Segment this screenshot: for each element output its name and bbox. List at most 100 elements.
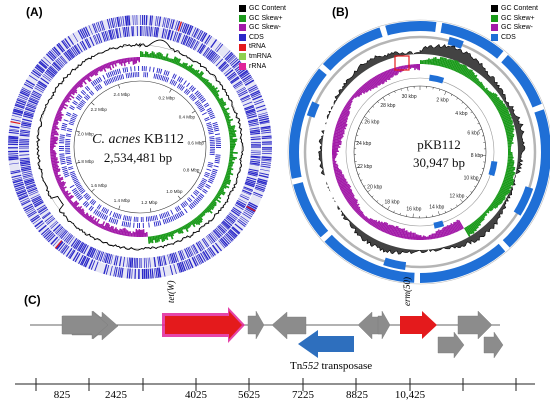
cds-feature	[236, 86, 246, 93]
cds-feature	[229, 76, 239, 84]
gc-skew-negative	[373, 76, 380, 86]
gc-skew-negative	[50, 157, 58, 160]
gc-skew-positive	[493, 198, 502, 205]
gc-skew-negative	[343, 106, 350, 111]
cds-feature	[133, 257, 136, 268]
gc-skew-negative	[357, 210, 363, 216]
gc-skew-negative	[374, 220, 381, 229]
cds-feature	[27, 102, 37, 107]
cds-feature	[79, 102, 84, 106]
cds-feature	[247, 118, 258, 123]
cds-feature	[81, 256, 87, 266]
gc-skew-positive	[183, 224, 189, 233]
gc-skew-positive	[476, 81, 481, 86]
gc-skew-negative	[452, 222, 459, 232]
cds-feature	[21, 200, 31, 206]
gc-skew-negative	[395, 227, 400, 238]
gc-skew-negative	[351, 95, 355, 99]
gene-arrow	[271, 311, 307, 340]
cds-feature	[195, 255, 201, 265]
gc-skew-negative	[136, 230, 139, 237]
cds-feature	[176, 206, 180, 212]
gc-skew-negative	[352, 203, 360, 210]
cds-feature	[191, 39, 197, 49]
gc-skew-negative	[421, 236, 424, 240]
gc-skew-negative	[141, 229, 144, 237]
gc-skew-positive	[229, 156, 238, 159]
cds-feature	[229, 228, 238, 237]
cds-feature	[66, 50, 74, 59]
cds-feature	[143, 257, 145, 268]
cds-feature	[154, 215, 157, 221]
gc-skew-negative	[51, 126, 60, 130]
cds-feature	[128, 257, 130, 268]
gc-skew-positive	[484, 89, 489, 94]
cds-feature	[234, 83, 244, 90]
cds-feature	[181, 202, 186, 208]
cds-feature	[192, 244, 198, 254]
cds-feature	[244, 209, 254, 216]
gc-skew-positive	[228, 161, 235, 164]
cds-feature	[78, 187, 84, 192]
gc-skew-positive	[421, 60, 424, 65]
gc-skew-negative	[346, 194, 355, 202]
cds-feature	[166, 71, 170, 77]
cds-feature	[21, 88, 31, 94]
gc-skew-positive	[490, 203, 497, 209]
cds-feature	[212, 121, 218, 125]
gc-skew-positive	[435, 58, 439, 66]
cds-feature	[68, 236, 75, 245]
gc-skew-negative	[52, 123, 57, 127]
cds-feature	[167, 217, 171, 223]
cds-feature	[165, 211, 169, 217]
cds-feature	[95, 22, 100, 33]
cds-ring-background	[8, 15, 272, 279]
gc-skew-negative	[441, 228, 446, 237]
cds-feature	[186, 82, 190, 88]
legend-swatch	[239, 53, 246, 61]
cds-feature	[236, 201, 246, 208]
cds-feature	[249, 127, 260, 130]
cds-feature	[84, 194, 89, 199]
cds-feature	[130, 66, 132, 72]
legend-item: GC Skew+	[491, 14, 538, 24]
cds-feature	[214, 129, 220, 132]
cds-feature	[73, 190, 79, 195]
gc-skew-negative	[68, 199, 72, 203]
cds-feature	[19, 143, 30, 146]
gc-skew-positive	[152, 52, 155, 59]
gc-skew-positive	[178, 227, 182, 234]
axis-tick	[368, 110, 370, 113]
cds-feature	[261, 135, 272, 138]
cds-feature	[51, 47, 60, 57]
cds-feature	[160, 213, 164, 219]
gc-skew-negative	[369, 79, 377, 88]
cds-feature	[43, 230, 52, 239]
cds-feature	[244, 104, 254, 110]
cds-gap	[414, 271, 420, 284]
gc-skew-positive	[226, 121, 231, 124]
cds-feature	[111, 77, 115, 83]
cds-feature	[204, 118, 210, 122]
cds-feature	[261, 156, 272, 159]
cds-feature	[209, 232, 217, 241]
cds-feature	[142, 222, 144, 228]
gc-skew-negative	[71, 200, 78, 207]
cds-feature	[213, 127, 219, 130]
cds-feature	[124, 215, 127, 221]
cds-feature	[230, 77, 240, 85]
gc-skew-positive	[444, 59, 449, 68]
gc-skew-positive	[199, 76, 203, 81]
cds-feature	[141, 268, 144, 279]
gc-skew-positive	[507, 143, 512, 146]
gc-skew-negative	[336, 123, 346, 128]
gc-skew-negative	[52, 167, 59, 171]
cds-feature	[97, 21, 102, 32]
axis-tick	[478, 128, 483, 131]
gc-skew-positive	[191, 219, 196, 225]
cds-feature	[63, 233, 71, 242]
gc-skew-positive	[506, 132, 513, 136]
cds-feature	[49, 220, 58, 228]
gc-skew-negative	[434, 233, 437, 239]
gc-skew-positive	[220, 186, 225, 190]
